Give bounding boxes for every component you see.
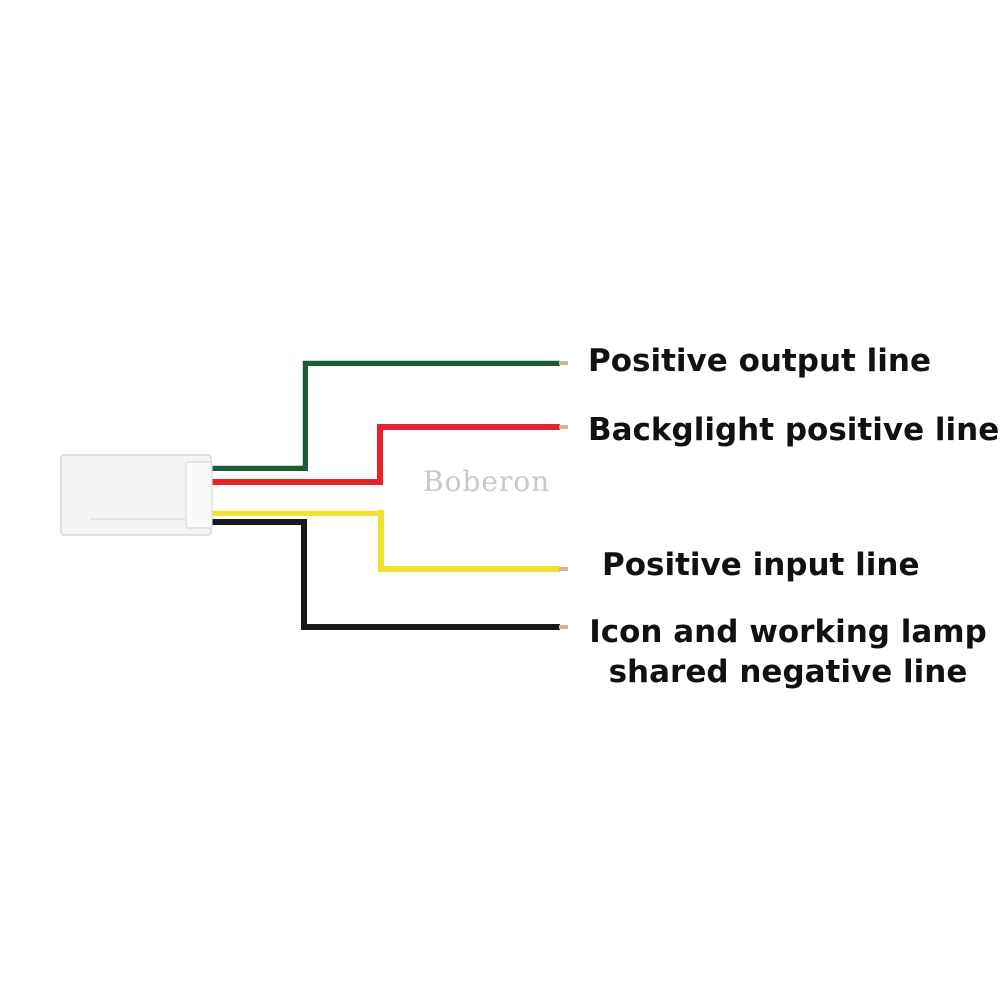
label-positive-output-line: Positive output line [588,343,931,379]
wire-black-path [208,519,560,630]
wire-red-tip [559,425,568,429]
wire-black [208,519,568,630]
label-shared-negative-line-1: Icon and working lamp [589,614,987,650]
wire-red [208,424,568,485]
wire-yellow-path [208,510,560,572]
label-backglight-positive-line: Backglight positive line [588,412,999,448]
label-positive-input-line: Positive input line [602,547,919,583]
connector-housing [60,454,213,536]
wire-red-path [208,424,560,485]
label-shared-negative-line-2: shared negative line [609,654,968,690]
wire-yellow-tip [559,567,568,571]
wire-green-highlight [208,359,560,466]
wire-black-tip [559,625,568,629]
wire-green [208,360,568,471]
connector-lip [185,461,213,529]
wire-green-path [208,360,560,471]
watermark-text: Boberon [423,465,550,498]
wire-yellow [208,510,568,572]
wire-green-tip [559,361,568,365]
